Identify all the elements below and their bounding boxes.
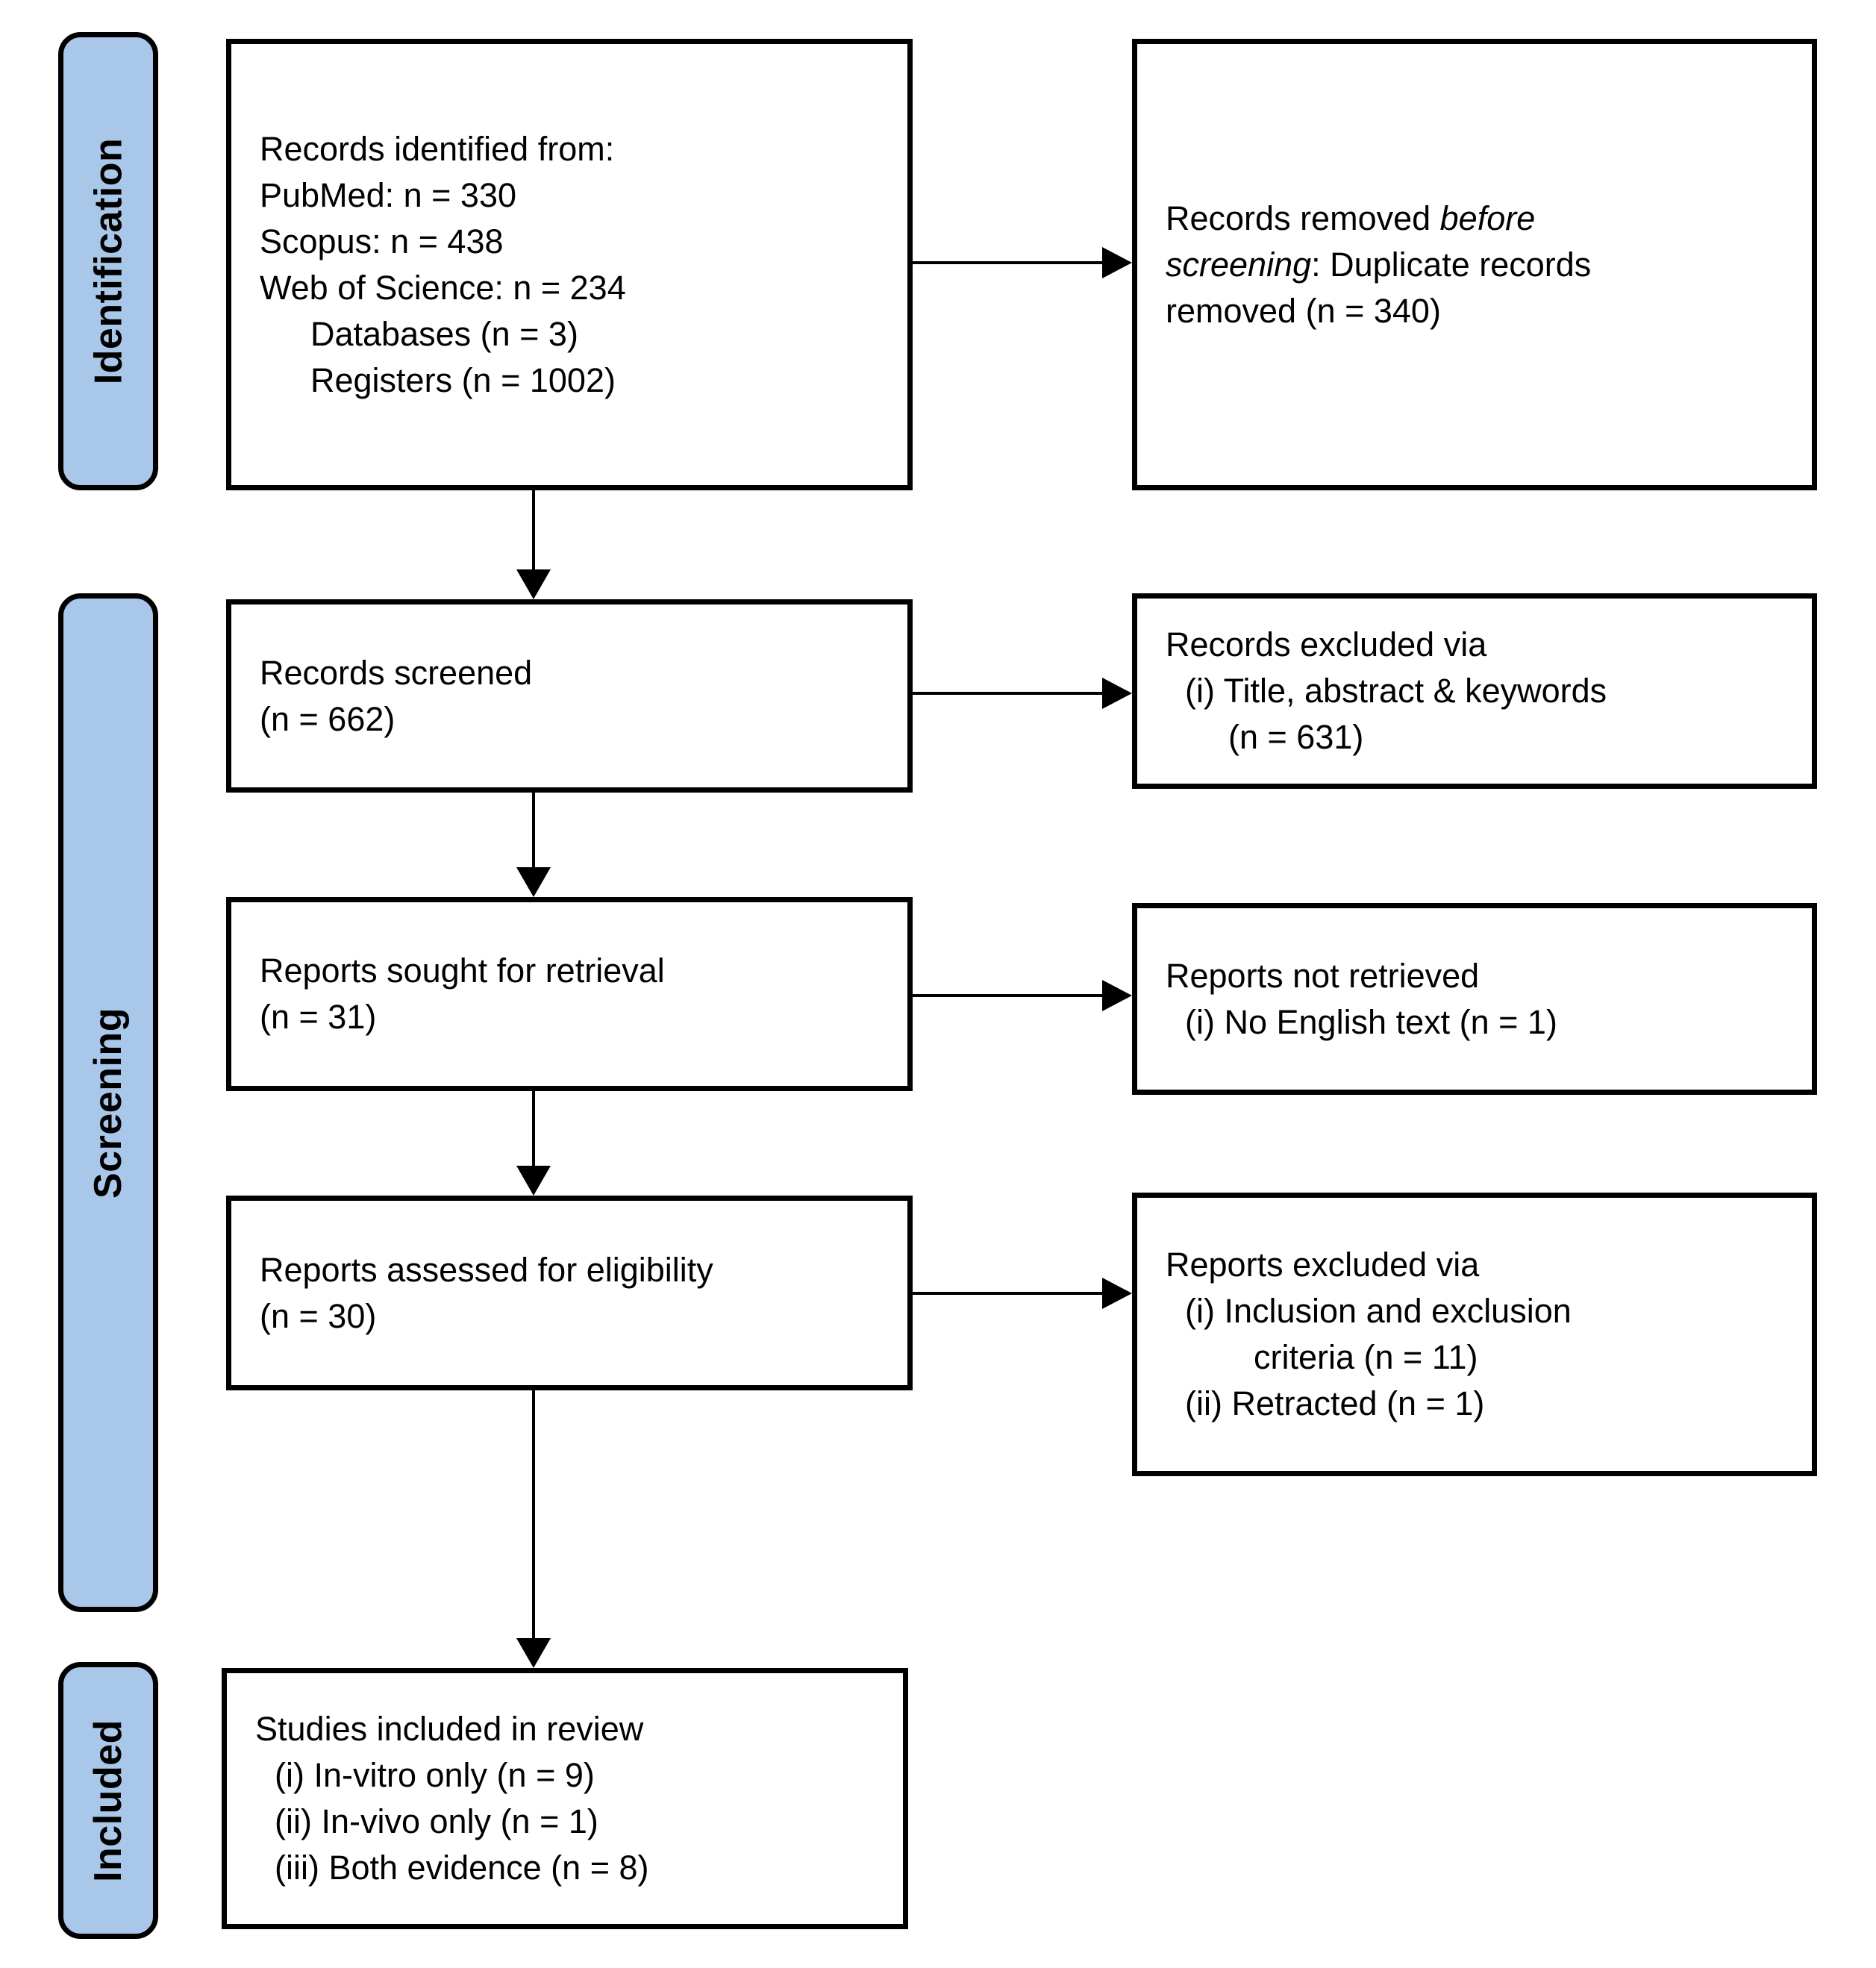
stage-bar-identification: Identification bbox=[58, 32, 158, 490]
box-line: Databases (n = 3) bbox=[310, 314, 578, 353]
arrowhead-right-icon bbox=[1102, 980, 1132, 1011]
box-line: removed (n = 340) bbox=[1166, 291, 1441, 330]
text-segment: Records removed bbox=[1166, 199, 1440, 237]
arrowhead-down-icon bbox=[516, 1638, 551, 1668]
box-line: (iii) Both evidence (n = 8) bbox=[275, 1849, 649, 1887]
arrowhead-down-icon bbox=[516, 1166, 551, 1196]
box-line: PubMed: n = 330 bbox=[260, 175, 517, 214]
arrowhead-right-icon bbox=[1102, 678, 1132, 709]
arrow-to-records-excluded bbox=[913, 692, 1102, 695]
box-line: (n = 31) bbox=[260, 998, 377, 1036]
box-line: Reports assessed for eligibility bbox=[260, 1250, 713, 1289]
box-line: Records identified from: bbox=[260, 129, 615, 168]
box-line: Records excluded via bbox=[1166, 625, 1487, 663]
box-line: (i) In-vitro only (n = 9) bbox=[275, 1756, 595, 1794]
box-line: (n = 662) bbox=[260, 699, 395, 738]
box-line: Reports sought for retrieval bbox=[260, 952, 665, 990]
box-line: (n = 631) bbox=[1228, 718, 1364, 756]
arrow-to-reports-not-retrieved bbox=[913, 994, 1102, 997]
box-records-screened: Records screened (n = 662) bbox=[226, 599, 913, 793]
arrow-screened-to-sought bbox=[532, 793, 535, 867]
box-line: criteria (n = 11) bbox=[1254, 1338, 1478, 1376]
text-segment: before bbox=[1439, 199, 1536, 237]
box-line: (i) No English text (n = 1) bbox=[1185, 1002, 1557, 1041]
box-reports-not-retrieved: Reports not retrieved (i) No English text… bbox=[1132, 903, 1817, 1095]
text-segment: : Duplicate records bbox=[1311, 245, 1592, 284]
box-line: Records screened bbox=[260, 653, 533, 692]
arrow-identified-to-screened bbox=[532, 490, 535, 569]
arrowhead-down-icon bbox=[516, 867, 551, 897]
arrowhead-right-icon bbox=[1102, 247, 1132, 278]
box-line: (i) Inclusion and exclusion bbox=[1185, 1292, 1572, 1330]
arrow-to-reports-excluded bbox=[913, 1292, 1102, 1295]
box-records-excluded: Records excluded via (i) Title, abstract … bbox=[1132, 593, 1817, 789]
box-line: Records removed before bbox=[1166, 196, 1798, 242]
box-line: Reports not retrieved bbox=[1166, 956, 1480, 995]
stage-bar-screening: Screening bbox=[58, 593, 158, 1612]
stage-bar-included: Included bbox=[58, 1662, 158, 1939]
stage-label-identification: Identification bbox=[87, 137, 130, 385]
arrow-to-records-removed bbox=[913, 261, 1102, 264]
box-line: (i) Title, abstract & keywords bbox=[1185, 672, 1607, 710]
box-line: (ii) Retracted (n = 1) bbox=[1185, 1384, 1485, 1422]
stage-label-screening: Screening bbox=[87, 1007, 131, 1199]
arrow-sought-to-assessed bbox=[532, 1091, 535, 1166]
box-line: Reports excluded via bbox=[1166, 1246, 1480, 1284]
box-line: (ii) In-vivo only (n = 1) bbox=[275, 1802, 598, 1840]
arrowhead-down-icon bbox=[516, 569, 551, 599]
box-line: Studies included in review bbox=[255, 1710, 644, 1748]
box-line: Registers (n = 1002) bbox=[310, 360, 616, 399]
box-reports-excluded: Reports excluded via (i) Inclusion and ex… bbox=[1132, 1193, 1817, 1476]
stage-label-included: Included bbox=[87, 1719, 131, 1882]
box-line: Web of Science: n = 234 bbox=[260, 268, 626, 307]
arrowhead-right-icon bbox=[1102, 1278, 1132, 1309]
arrow-assessed-to-included bbox=[532, 1390, 535, 1638]
box-reports-sought-for-retrieval: Reports sought for retrieval (n = 31) bbox=[226, 897, 913, 1091]
box-studies-included-in-review: Studies included in review (i) In-vitro o… bbox=[222, 1668, 908, 1929]
box-reports-assessed-for-eligibility: Reports assessed for eligibility (n = 30) bbox=[226, 1196, 913, 1390]
box-line: (n = 30) bbox=[260, 1296, 377, 1335]
box-line: screening: Duplicate records bbox=[1166, 242, 1798, 288]
text-segment: screening bbox=[1166, 245, 1312, 284]
box-line: Scopus: n = 438 bbox=[260, 222, 504, 260]
